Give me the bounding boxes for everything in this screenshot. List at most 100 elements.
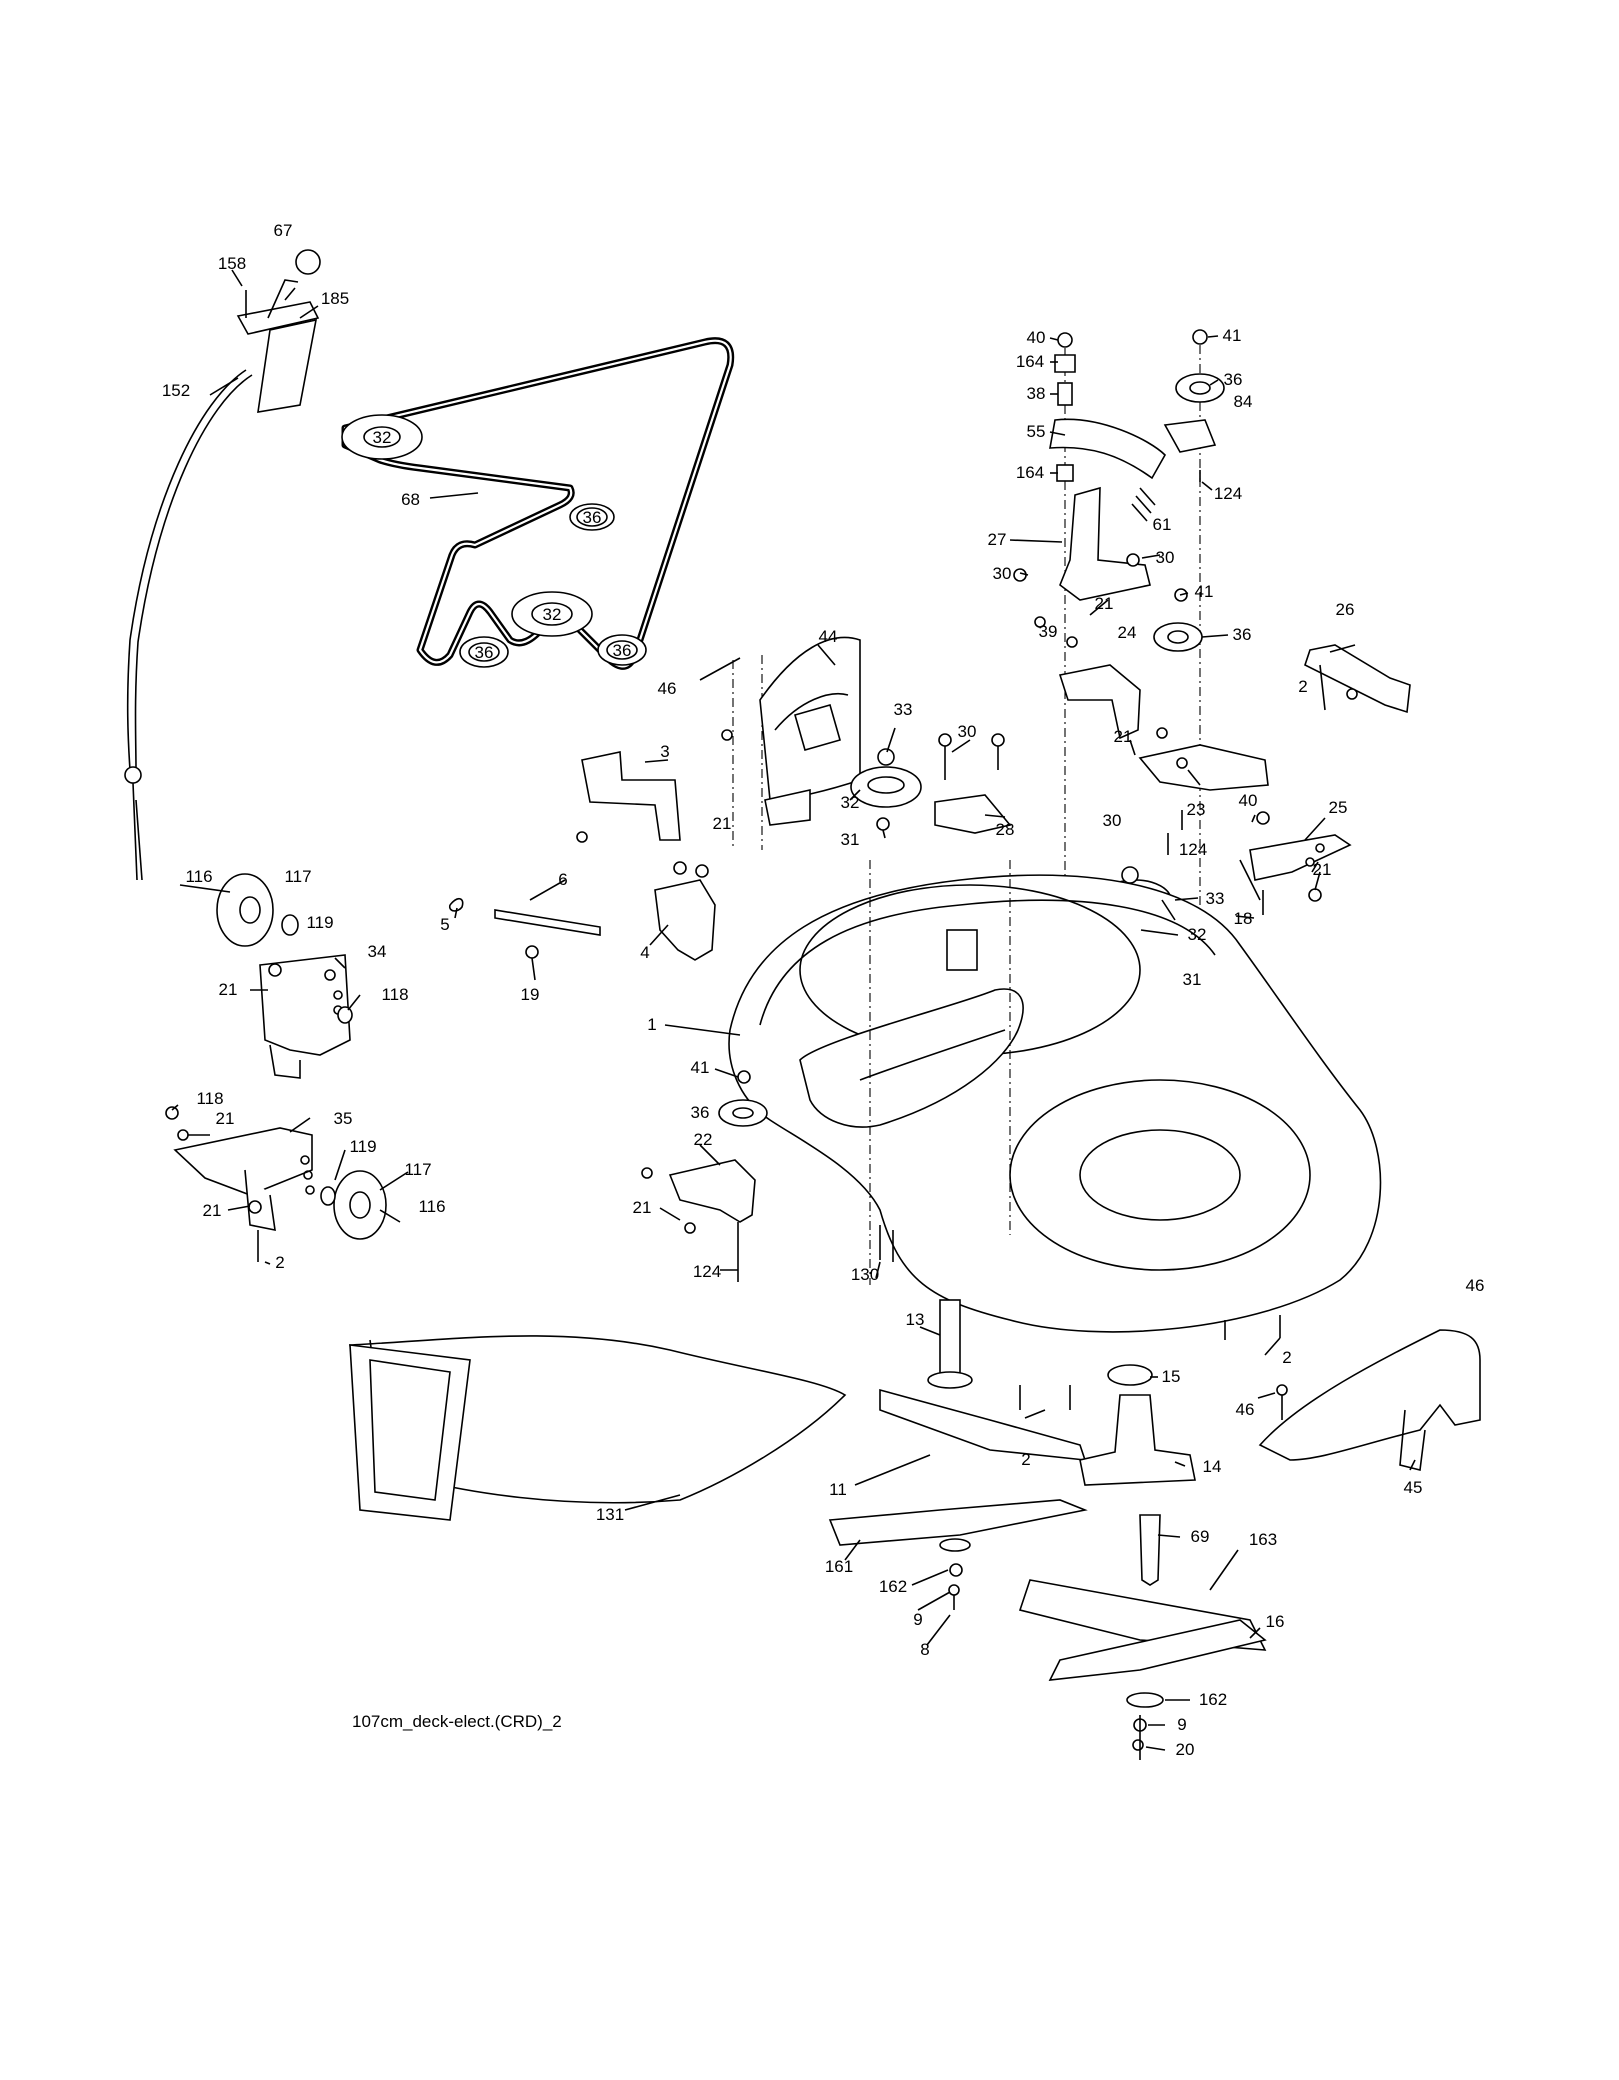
callout-label: 19 [521, 985, 540, 1004]
callout-label: 15 [1162, 1367, 1181, 1386]
callout-label: 40 [1239, 791, 1258, 810]
callout-label: 36 [1224, 370, 1243, 389]
callout-label: 41 [691, 1058, 710, 1077]
callout-label: 21 [1095, 594, 1114, 613]
callout-label: 124 [1214, 484, 1242, 503]
callout-label: 8 [920, 1640, 929, 1659]
callout-label: 14 [1203, 1457, 1222, 1476]
callout-label: 44 [819, 627, 838, 646]
callout-label: 161 [825, 1557, 853, 1576]
callout-label: 162 [879, 1577, 907, 1596]
callout-label: 116 [185, 867, 212, 886]
callout-label: 30 [993, 564, 1012, 583]
callout-label: 84 [1234, 392, 1253, 411]
callout-label: 35 [334, 1109, 353, 1128]
callout-label: 152 [162, 381, 190, 400]
belt-pulley: 36 [459, 636, 509, 668]
callout-label: 24 [1118, 623, 1137, 642]
callout-label: 28 [996, 820, 1015, 839]
belt-pulley-label: 36 [613, 641, 632, 660]
discharge-chute [349, 1335, 847, 1521]
spindle-blade-assembly [828, 1299, 1281, 1760]
callout-label: 119 [349, 1137, 376, 1156]
belt-pulley-label: 32 [373, 428, 392, 447]
callout-label: 21 [219, 980, 238, 999]
callout-label: 2 [1282, 1348, 1291, 1367]
callout-label: 33 [894, 700, 913, 719]
belt-pulley: 36 [597, 634, 647, 666]
callout-label: 40 [1027, 328, 1046, 347]
callout-label: 23 [1187, 800, 1206, 819]
callout-label: 158 [218, 254, 246, 273]
callout-label: 21 [633, 1198, 652, 1217]
callout-label: 69 [1191, 1527, 1210, 1546]
callout-label: 18 [1234, 909, 1253, 928]
callout-label: 46 [658, 679, 677, 698]
callout-label: 2 [1298, 677, 1307, 696]
callout-label: 34 [368, 942, 387, 961]
idler-bracket-35 [165, 1106, 401, 1262]
diagram-caption: 107cm_deck-elect.(CRD)_2 [352, 1712, 562, 1731]
callout-label: 21 [713, 814, 732, 833]
callout-label: 164 [1016, 463, 1044, 482]
callout-label: 30 [1103, 811, 1122, 830]
callout-label: 41 [1223, 326, 1242, 345]
callout-label: 11 [829, 1480, 847, 1499]
callout-label: 46 [1236, 1400, 1255, 1419]
drive-belt-assembly: 32 36 32 36 36 68 [341, 337, 735, 670]
callout-label: 21 [1313, 860, 1332, 879]
callout-label: 31 [841, 830, 860, 849]
callout-label: 61 [1153, 515, 1172, 534]
mower-deck-shell [641, 860, 1382, 1333]
callout-label: 118 [196, 1089, 223, 1108]
callout-label: 6 [558, 870, 567, 889]
callout-label: 41 [1195, 582, 1214, 601]
callout-label: 117 [284, 867, 311, 886]
belt-pulley: 32 [511, 591, 593, 637]
idler-bracket-34 [179, 873, 353, 1079]
callout-label: 3 [660, 742, 669, 761]
belt-pulley: 36 [569, 503, 615, 531]
lift-handle-cable [124, 249, 321, 881]
callout-label: 119 [306, 913, 333, 932]
callout-label: 27 [988, 530, 1007, 549]
callout-label: 117 [404, 1160, 431, 1179]
callout-label: 26 [1336, 600, 1355, 619]
callout-label: 5 [440, 915, 449, 934]
callout-label: 2 [1021, 1450, 1030, 1469]
callout-label: 2 [275, 1253, 284, 1272]
callout-label: 21 [1114, 727, 1133, 746]
callout-label: 124 [1179, 840, 1207, 859]
callout-label: 116 [418, 1197, 445, 1216]
callout-label: 118 [381, 985, 408, 1004]
callout-label: 25 [1329, 798, 1348, 817]
callout-label: 46 [1466, 1276, 1485, 1295]
callout-label: 22 [694, 1130, 713, 1149]
callout-label: 9 [913, 1610, 922, 1629]
callout-label: 124 [693, 1262, 721, 1281]
belt-pulley-label: 36 [475, 643, 494, 662]
callout-label: 20 [1176, 1740, 1195, 1759]
callout-label: 130 [851, 1265, 879, 1284]
belt-pulley: 32 [341, 414, 423, 460]
callout-label: 164 [1016, 352, 1044, 371]
callout-label: 36 [1233, 625, 1252, 644]
mulch-deflector [1258, 1329, 1481, 1471]
callout-labels: 67 158 185 152 116 117 119 34 21 118 118… [162, 221, 1485, 1759]
callout-label: 21 [216, 1109, 235, 1128]
callout-label: 55 [1027, 422, 1046, 441]
callout-label: 67 [274, 221, 293, 240]
callout-label: 13 [906, 1310, 925, 1329]
callout-label: 131 [596, 1505, 624, 1524]
callout-label: 31 [1183, 970, 1202, 989]
callout-label: 33 [1206, 889, 1225, 908]
callout-label: 38 [1027, 384, 1046, 403]
callout-label: 162 [1199, 1690, 1227, 1709]
callout-label: 9 [1177, 1715, 1186, 1734]
callout-label: 4 [640, 943, 649, 962]
callout-label: 21 [203, 1201, 222, 1220]
callout-label: 39 [1039, 622, 1058, 641]
callout-label: 32 [1188, 925, 1207, 944]
callout-label: 185 [321, 289, 349, 308]
belt-pulley-label: 36 [583, 508, 602, 527]
